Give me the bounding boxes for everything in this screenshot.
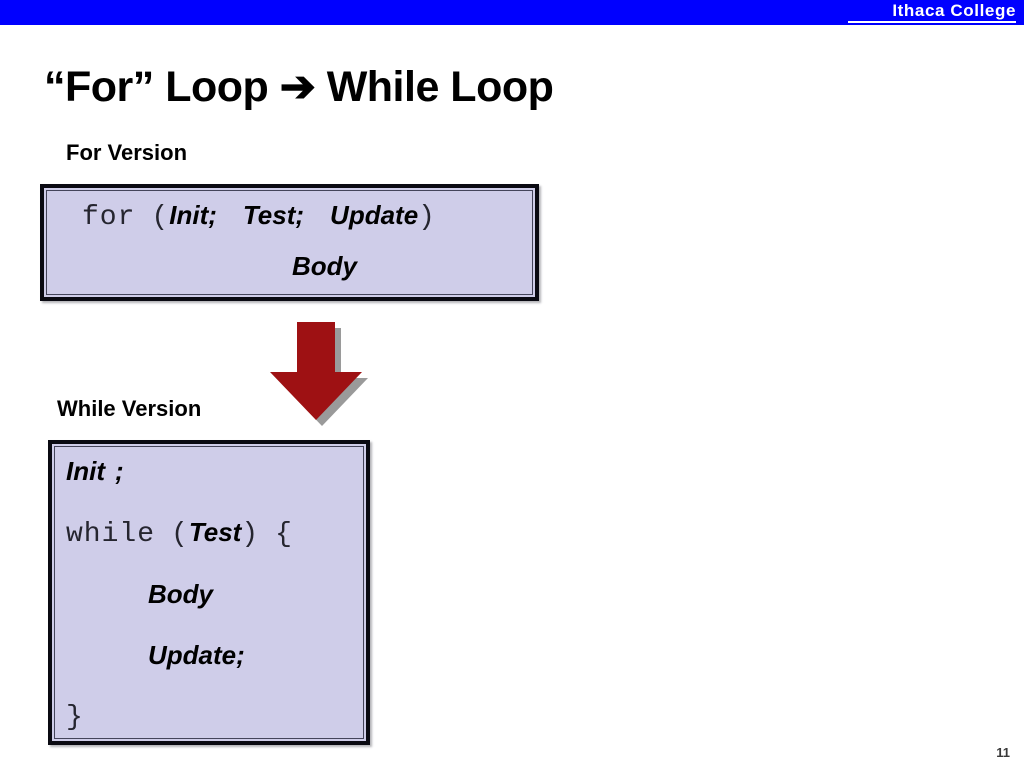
- while-open-paren: (: [171, 519, 189, 550]
- for-signature-line: for (Init; Test; Update): [82, 200, 436, 233]
- logo-underline: [848, 21, 1016, 23]
- while-test-token: Test: [188, 517, 242, 547]
- while-keyword: while: [66, 519, 156, 550]
- for-test-token: Test;: [242, 200, 305, 230]
- page-title: “For” Loop ➔ While Loop: [44, 63, 554, 111]
- for-code-box: for (Init; Test; Update) Body: [40, 184, 539, 301]
- while-code-box: Init; while (Test) { Body Update; }: [48, 440, 370, 745]
- ithaca-college-logo: Ithaca College: [892, 1, 1016, 20]
- for-init-token: Init;: [169, 200, 217, 230]
- while-init-semicolon: ;: [115, 456, 124, 486]
- for-open-paren: (: [151, 202, 170, 233]
- for-close-paren: ): [418, 202, 436, 233]
- while-body-line: Body: [148, 579, 213, 610]
- top-banner: [0, 0, 1024, 25]
- while-update-semicolon: ;: [236, 640, 245, 670]
- while-update-token: Update: [148, 640, 237, 670]
- while-close-brace: }: [66, 702, 84, 733]
- for-keyword: for: [82, 202, 136, 233]
- down-arrow-icon: [270, 322, 370, 426]
- while-init-token: Init: [66, 456, 105, 486]
- page-number: 11: [996, 745, 1010, 760]
- while-close-line: }: [66, 702, 84, 733]
- down-arrow-body: [270, 322, 362, 420]
- for-body-line: Body: [292, 251, 357, 282]
- while-body-token: Body: [148, 579, 213, 609]
- while-version-caption: While Version: [57, 396, 202, 421]
- for-update-token: Update: [330, 200, 419, 230]
- while-close-paren: ): [241, 519, 260, 550]
- for-body-token: Body: [292, 251, 357, 281]
- for-version-caption: For Version: [66, 140, 188, 165]
- while-open-brace: {: [275, 519, 293, 550]
- while-update-line: Update;: [148, 640, 245, 671]
- while-condition-line: while (Test) {: [66, 517, 293, 550]
- while-init-line: Init;: [66, 456, 124, 487]
